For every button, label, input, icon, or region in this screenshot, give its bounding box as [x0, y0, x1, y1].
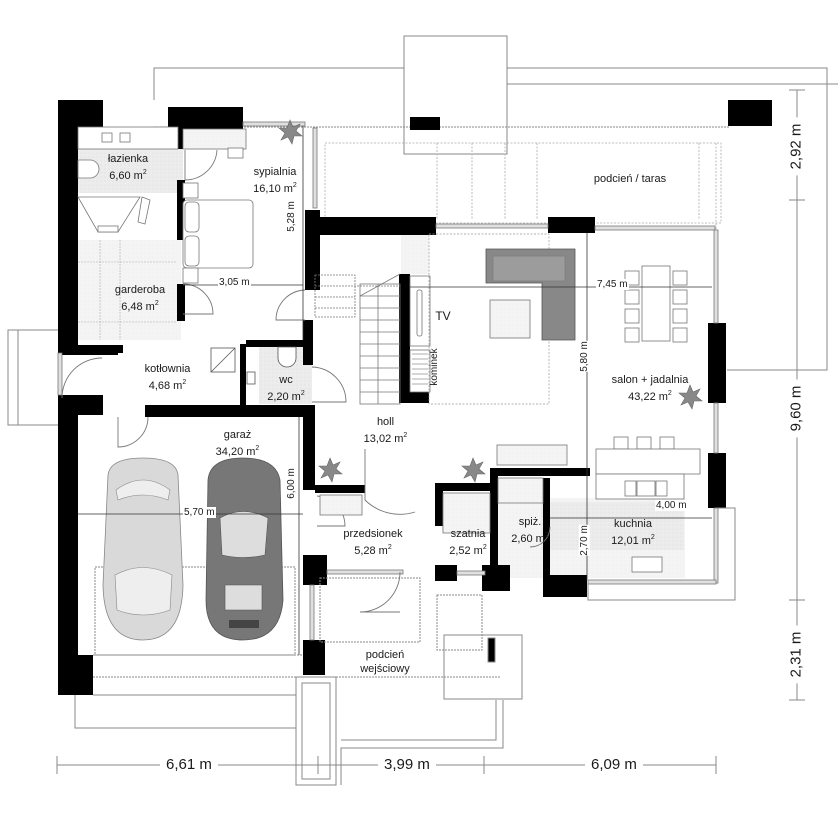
dim-salon-height: 5,80 m [578, 341, 590, 372]
room-label-przedsionek: przedsionek 5,28 m2 [343, 528, 403, 557]
sofa [485, 248, 576, 341]
room-label-szatnia: szatnia 2,52 m2 [449, 528, 487, 557]
outer-dim-right-top: 2,92 m [787, 117, 805, 176]
room-label-garderoba: garderoba 6,48 m2 [114, 284, 166, 313]
room-label-wc: wc 2,20 m2 [267, 374, 305, 403]
dining-set [624, 265, 688, 343]
dim-garaz-width: 5,70 m [183, 507, 216, 518]
room-label-kotlownia: kotłownia 4,68 m2 [144, 363, 191, 392]
roof-outline [153, 35, 838, 371]
room-label-kuchnia: kuchnia 12,01 m2 [611, 518, 655, 547]
dim-sypialnia-width: 3,05 m [218, 277, 251, 288]
staircase [314, 273, 401, 405]
car-right-icon [205, 457, 284, 641]
windows [57, 121, 719, 641]
coffee-table [489, 299, 531, 339]
kominek-label: kominek [429, 348, 440, 386]
room-label-spiz: spiż. 2,60 m2 [511, 516, 549, 545]
kitchen-furniture [319, 436, 701, 573]
room-label-lazienka: łazienka 6,60 m2 [107, 153, 149, 182]
dim-kuchnia-height: 2,70 m [578, 525, 590, 556]
outer-dim-bottom-right: 6,09 m [585, 756, 643, 773]
outer-dim-right-middle: 9,60 m [787, 379, 805, 438]
bathroom-fixtures [77, 126, 179, 233]
car-left-icon [102, 457, 184, 641]
plant-icons [278, 119, 703, 483]
outer-dim-right-bottom: 2,31 m [787, 625, 805, 684]
room-label-salon: salon + jadalnia 43,22 m2 [611, 374, 689, 403]
room-label-sypialnia: sypialnia 16,10 m2 [253, 166, 297, 195]
tv-label: TV [435, 309, 451, 323]
room-label-garaz: garaż 34,20 m2 [215, 429, 260, 458]
room-label-holl: holl 13,02 m2 [363, 416, 408, 445]
fireplace [409, 275, 431, 393]
dim-sypialnia-height: 5,28 m [285, 201, 297, 232]
dim-kuchnia-width: 4,00 m [655, 500, 688, 511]
outer-dim-bottom-left: 6,61 m [160, 756, 218, 773]
bedroom-furniture [182, 128, 254, 284]
area-label-podcien-taras: podcień / taras [593, 173, 667, 185]
area-label-podcien-wejsciowy: podcień wejściowy [360, 649, 410, 675]
dim-salon-width: 7,45 m [596, 279, 629, 290]
walls [58, 100, 772, 695]
dim-garaz-height: 6,00 m [285, 468, 297, 499]
outer-dim-bottom-middle: 3,99 m [378, 756, 436, 773]
